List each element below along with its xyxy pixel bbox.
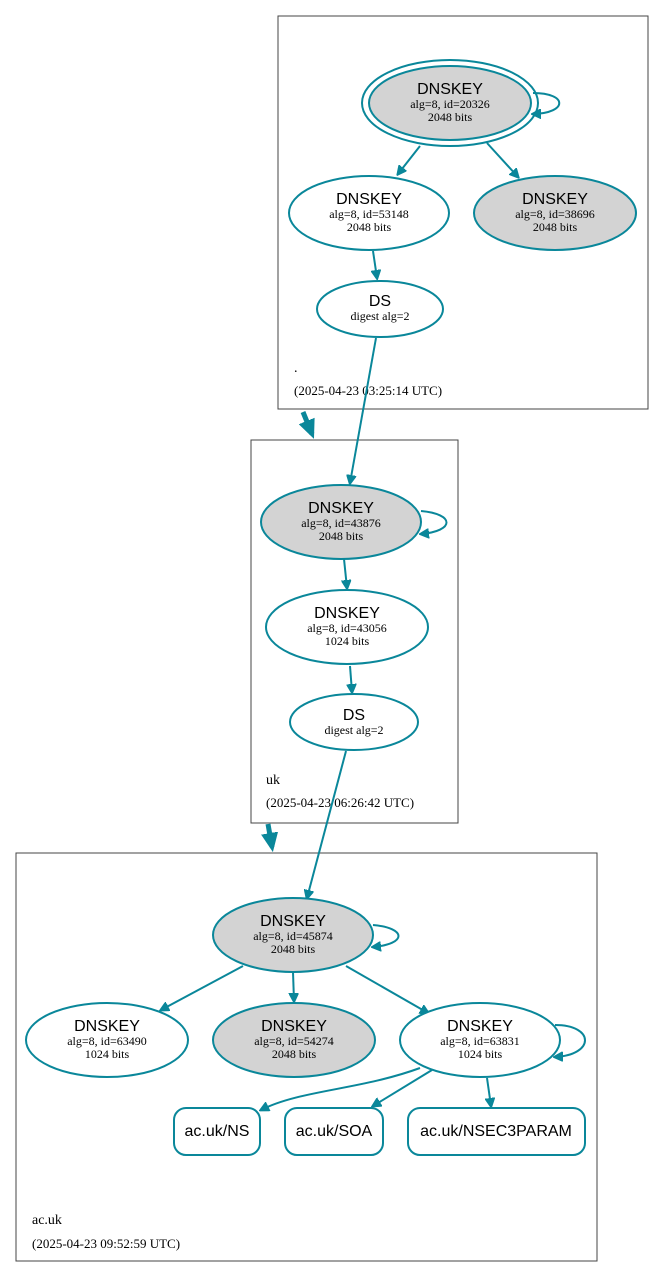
zone-uk: uk (2025-04-23 06:26:42 UTC) — [250, 439, 459, 824]
node-alg-id: alg=8, id=53148 — [329, 207, 409, 221]
zone-uk-time: (2025-04-23 06:26:42 UTC) — [266, 795, 414, 810]
edge-ac-ksk-self — [373, 924, 400, 947]
delegation-uk-acuk-arrow — [268, 823, 272, 847]
rrset-label: ac.uk/NS — [185, 1123, 250, 1140]
node-alg-id: alg=8, id=20326 — [410, 97, 490, 111]
node-ac-key-63490[interactable]: DNSKEY alg=8, id=63490 1024 bits — [25, 1002, 189, 1078]
zone-root: . (2025-04-23 03:25:14 UTC) — [277, 15, 649, 410]
node-alg-id: alg=8, id=54274 — [254, 1034, 334, 1048]
zone-root-name: . — [294, 361, 298, 376]
node-title: DNSKEY — [314, 605, 380, 622]
node-bits: 2048 bits — [428, 110, 473, 124]
node-bits: 1024 bits — [85, 1047, 130, 1061]
zone-root-time: (2025-04-23 03:25:14 UTC) — [294, 383, 442, 398]
node-uk-ds[interactable]: DS digest alg=2 — [289, 693, 419, 751]
zone-uk-name: uk — [266, 773, 280, 788]
node-digest: digest alg=2 — [350, 309, 409, 323]
node-title: DNSKEY — [336, 191, 402, 208]
edge-ac-k3-nsec3param — [487, 1077, 491, 1106]
zone-acuk-time: (2025-04-23 09:52:59 UTC) — [32, 1236, 180, 1251]
node-bits: 2048 bits — [533, 220, 578, 234]
node-alg-id: alg=8, id=63490 — [67, 1034, 147, 1048]
node-bits: 1024 bits — [325, 634, 370, 648]
delegation-root-uk-arrow — [303, 411, 312, 434]
node-title: DNSKEY — [522, 191, 588, 208]
node-bits: 2048 bits — [319, 529, 364, 543]
node-uk-ksk[interactable]: DNSKEY alg=8, id=43876 2048 bits — [260, 484, 422, 560]
rrset-soa[interactable]: ac.uk/SOA — [284, 1107, 384, 1156]
edges — [161, 92, 586, 1110]
node-ac-key-63831[interactable]: DNSKEY alg=8, id=63831 1024 bits — [399, 1002, 561, 1078]
node-bits: 2048 bits — [272, 1047, 317, 1061]
node-title: DNSKEY — [447, 1018, 513, 1035]
node-uk-zsk[interactable]: DNSKEY alg=8, id=43056 1024 bits — [265, 589, 429, 665]
edge-uk-zsk-ds — [350, 665, 352, 692]
edge-uk-ksk-self — [421, 510, 448, 534]
edge-root-ksk-zsk2 — [486, 142, 518, 177]
node-title: DNSKEY — [260, 913, 326, 930]
edge-ac-k3-self — [555, 1024, 586, 1057]
edge-root-ksk-self — [533, 92, 561, 114]
node-root-ds[interactable]: DS digest alg=2 — [316, 280, 444, 338]
edge-ac-k3-ns — [261, 1067, 421, 1110]
node-title: DS — [369, 293, 391, 310]
node-bits: 2048 bits — [347, 220, 392, 234]
edge-ac-ksk-k2 — [293, 971, 294, 1001]
node-bits: 2048 bits — [271, 942, 316, 956]
edge-ac-ksk-k1 — [161, 965, 244, 1010]
edge-uk-ds-ac-ksk — [307, 750, 347, 898]
node-root-zsk-53148[interactable]: DNSKEY alg=8, id=53148 2048 bits — [288, 175, 450, 251]
edge-uk-ksk-zsk — [344, 558, 347, 588]
rrset-label: ac.uk/NSEC3PARAM — [420, 1123, 572, 1140]
node-title: DS — [343, 707, 365, 724]
rrset-ns[interactable]: ac.uk/NS — [173, 1107, 261, 1156]
node-digest: digest alg=2 — [324, 723, 383, 737]
node-alg-id: alg=8, id=45874 — [253, 929, 333, 943]
node-root-ksk[interactable]: DNSKEY alg=8, id=20326 2048 bits — [361, 59, 539, 147]
node-title: DNSKEY — [417, 81, 483, 98]
edge-root-ksk-zsk1 — [398, 145, 421, 174]
node-ac-key-54274[interactable]: DNSKEY alg=8, id=54274 2048 bits — [212, 1002, 376, 1078]
node-title: DNSKEY — [308, 500, 374, 517]
zone-acuk-name: ac.uk — [32, 1213, 62, 1228]
node-bits: 1024 bits — [458, 1047, 503, 1061]
edge-ac-k3-soa — [373, 1069, 433, 1106]
node-alg-id: alg=8, id=43876 — [301, 516, 381, 530]
node-ac-ksk[interactable]: DNSKEY alg=8, id=45874 2048 bits — [212, 897, 374, 973]
node-alg-id: alg=8, id=38696 — [515, 207, 595, 221]
rrset-label: ac.uk/SOA — [296, 1123, 373, 1140]
node-title: DNSKEY — [261, 1018, 327, 1035]
edge-ac-ksk-k3 — [345, 965, 428, 1013]
edge-root-ds-uk-ksk — [350, 337, 377, 483]
node-alg-id: alg=8, id=63831 — [440, 1034, 520, 1048]
edge-root-zsk1-ds — [373, 250, 377, 278]
node-title: DNSKEY — [74, 1018, 140, 1035]
rrset-nsec3param[interactable]: ac.uk/NSEC3PARAM — [407, 1107, 586, 1156]
node-alg-id: alg=8, id=43056 — [307, 621, 387, 635]
node-root-zsk-38696[interactable]: DNSKEY alg=8, id=38696 2048 bits — [473, 175, 637, 251]
zone-ac-uk: ac.uk (2025-04-23 09:52:59 UTC) — [15, 852, 598, 1262]
